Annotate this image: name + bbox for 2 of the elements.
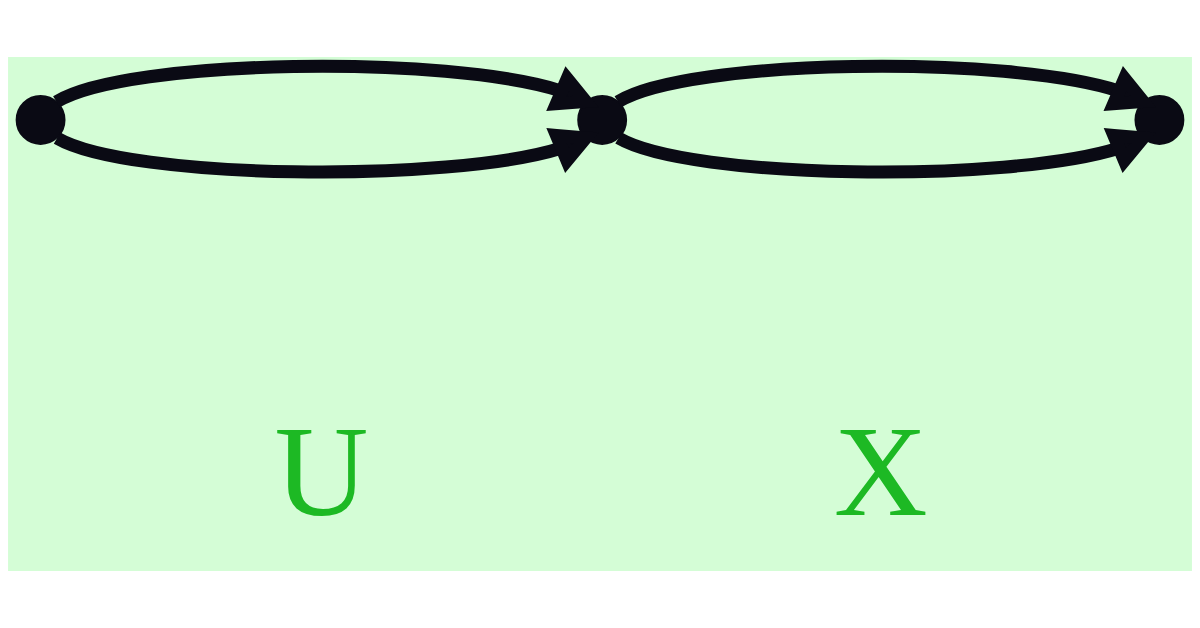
label: U [274, 398, 369, 543]
label: X [833, 398, 928, 543]
